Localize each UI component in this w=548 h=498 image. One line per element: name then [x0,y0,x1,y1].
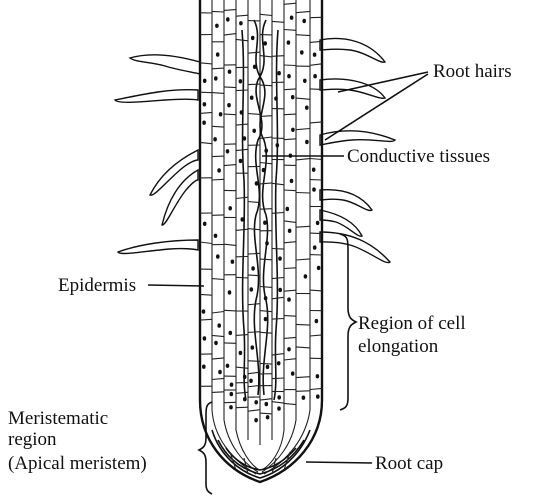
cell-cross-walls [200,3,322,414]
epidermis-label: Epidermis [58,275,136,296]
elongation-label-line1: Region of cell [358,313,466,334]
root-hair [320,232,390,263]
root-hair [320,190,372,211]
elongation-brace [340,234,356,410]
root-hair [320,131,395,145]
root-hair [150,150,198,195]
meristem-label-line2: region [8,429,57,450]
root-cap-layers [212,430,310,478]
root-hairs-label: Root hairs [433,61,512,82]
root-hair [118,240,198,254]
cell-nuclei [202,16,321,423]
meristem-label-line3: (Apical meristem) [8,453,147,474]
root-outline [200,0,322,482]
root-cap-leader [306,462,372,463]
root-hair [320,38,385,62]
elongation-label-line2: elongation [358,336,438,357]
root-cap-label: Root cap [375,453,443,474]
meristem-label-line1: Meristematic [8,408,108,429]
epidermis-leader [148,285,204,286]
root-hair [115,90,198,103]
conductive-tissues-label: Conductive tissues [347,146,490,167]
root-hair [130,55,200,74]
